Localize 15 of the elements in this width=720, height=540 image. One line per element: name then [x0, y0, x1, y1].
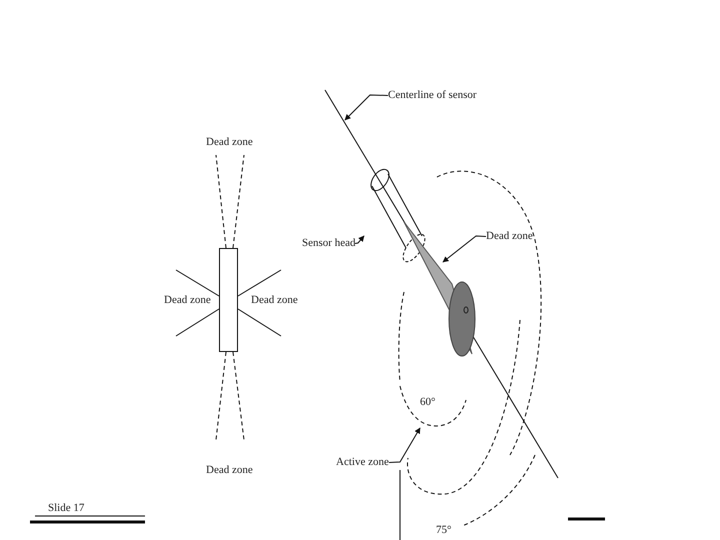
leader-line: [442, 236, 486, 262]
callout-label: Centerline of sensor: [388, 89, 477, 102]
callout-label: Sensor head: [302, 237, 356, 250]
zone-label: Dead zone: [164, 294, 211, 307]
leader-line: [354, 236, 364, 244]
leader-line: [388, 427, 420, 463]
angle-label: 60°: [420, 396, 436, 409]
leader-line: [344, 94, 388, 120]
callout-label: Dead zone: [486, 230, 533, 243]
zone-label: Dead zone: [206, 136, 253, 149]
zone-label: Dead zone: [206, 464, 253, 477]
angle-label: 75°: [436, 524, 452, 537]
callout-label: Active zone: [336, 456, 389, 469]
slide-number: Slide 17: [48, 502, 84, 515]
zone-label: Dead zone: [251, 294, 298, 307]
